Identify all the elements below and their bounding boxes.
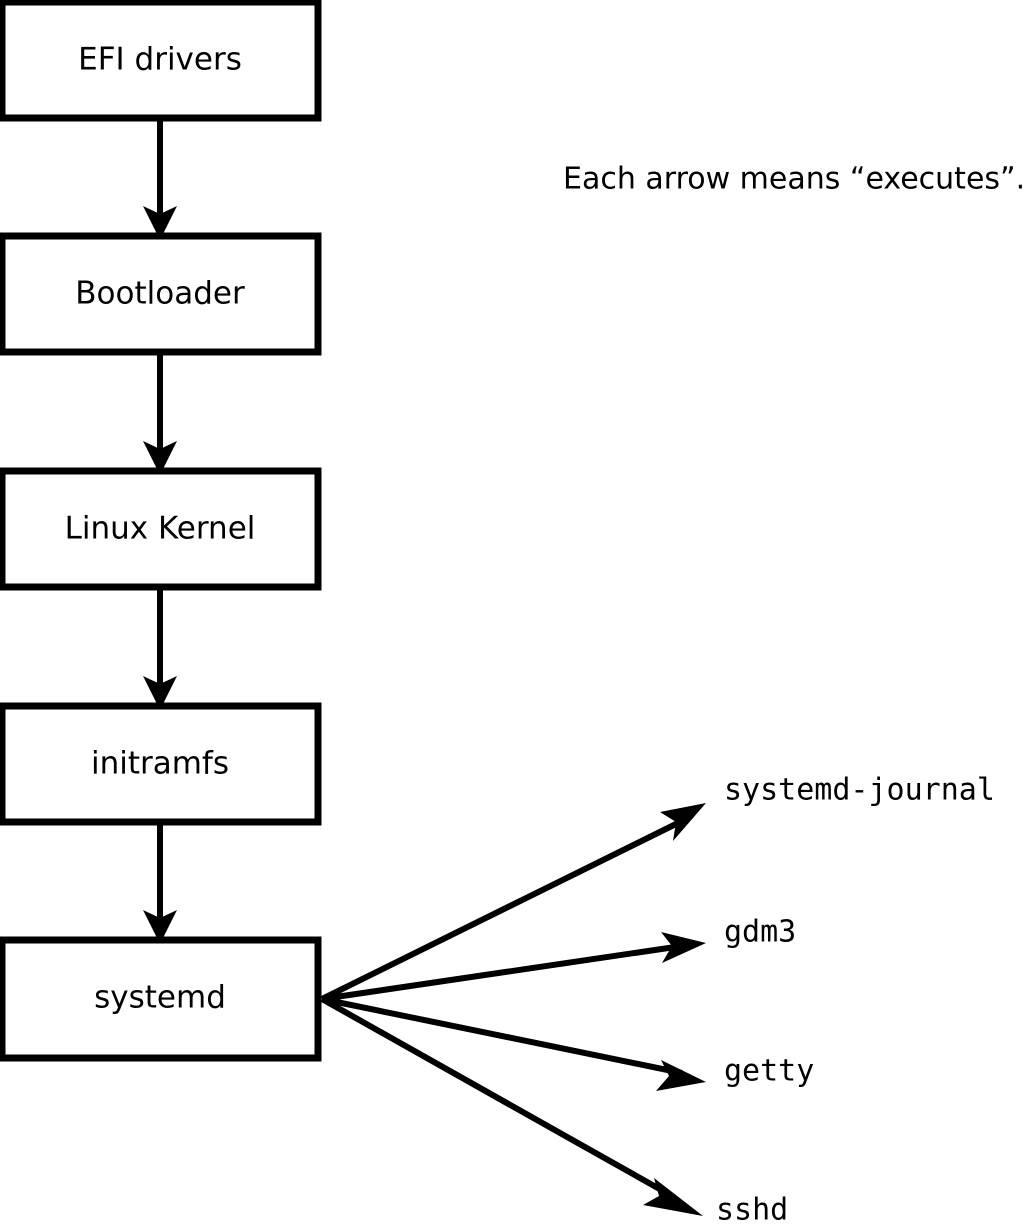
arrow-head-icon [143, 206, 177, 240]
node-box-label: Linux Kernel [65, 511, 256, 547]
node-box-initramfs[interactable]: initramfs [0, 702, 322, 826]
node-box-rect [0, 232, 322, 356]
leaf-label-gdm3: gdm3 [724, 915, 796, 950]
fan-out-arrow-group [320, 803, 706, 1216]
leaf-label-systemd-journal: systemd-journal [724, 773, 995, 808]
arrow-head-icon [656, 1060, 706, 1091]
chain-box-group: EFI drivers Bootloader Linux Kernel init… [0, 0, 322, 1062]
leaf-label-getty: getty [724, 1054, 814, 1089]
chain-arrow-group [143, 118, 177, 944]
chain-arrow-efi-to-bootloader [143, 118, 177, 240]
node-box-systemd[interactable]: systemd [0, 936, 322, 1062]
diagram-annotation-note: Each arrow means “executes”. [563, 162, 1023, 197]
node-box-bootloader[interactable]: Bootloader [0, 232, 322, 356]
arrow-head-icon [661, 932, 706, 963]
node-box-label: EFI drivers [78, 42, 242, 78]
node-box-rect [0, 0, 322, 122]
node-box-label: Bootloader [75, 276, 245, 312]
chain-arrow-bootloader-to-kernel [143, 353, 177, 475]
fan-arrow-getty [321, 996, 706, 1091]
node-box-label: systemd [94, 980, 226, 1016]
node-box-rect [0, 936, 322, 1062]
node-box-linux-kernel[interactable]: Linux Kernel [0, 467, 322, 591]
leaf-label-sshd: sshd [716, 1193, 788, 1228]
node-box-rect [0, 702, 322, 826]
arrow-head-icon [143, 676, 177, 710]
chain-arrow-initramfs-to-systemd [143, 823, 177, 944]
arrow-head-icon [643, 1178, 703, 1216]
chain-arrow-kernel-to-initramfs [143, 588, 177, 710]
fan-arrow-line [321, 943, 683, 1002]
fan-arrow-line [320, 996, 674, 1199]
node-box-label: initramfs [91, 746, 229, 782]
fan-arrow-gdm3 [321, 932, 706, 1002]
node-box-rect [0, 467, 322, 591]
fan-arrow-systemd-journal [320, 803, 706, 1002]
fan-arrow-line [320, 817, 686, 1002]
arrow-head-icon [143, 441, 177, 475]
node-box-efi-drivers[interactable]: EFI drivers [0, 0, 322, 122]
arrow-head-icon [660, 803, 706, 841]
fan-arrow-sshd [320, 996, 703, 1216]
arrow-head-icon [143, 910, 177, 944]
fan-arrow-line [321, 996, 683, 1076]
leaf-label-group: systemd-journal gdm3 getty sshd [716, 773, 995, 1228]
